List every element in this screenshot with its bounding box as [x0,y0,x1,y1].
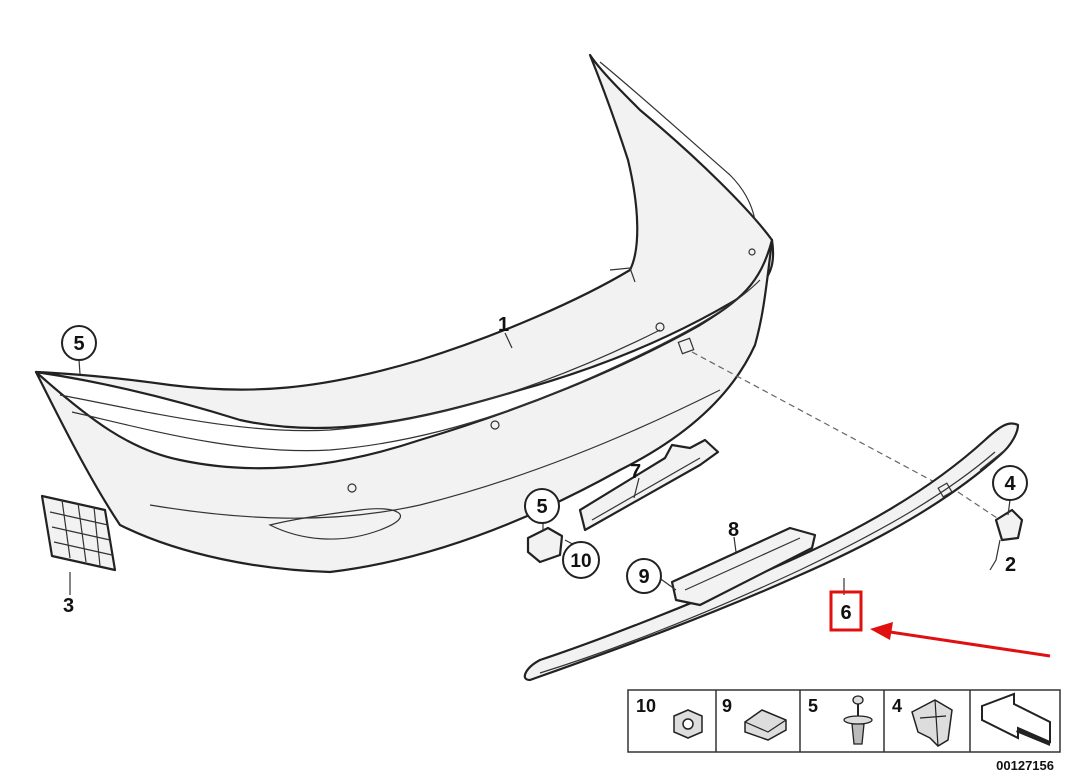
bumper-cover [34,53,775,574]
legend-number-4: 4 [892,696,902,716]
alignment-line [691,351,941,486]
callout-8: 8 [728,519,739,541]
trim-strip [523,422,1020,682]
callout-7: 7 [630,461,641,483]
hex-nut-icon [673,709,703,739]
callout-2-label: 2 [1005,554,1016,576]
leader-lines [69,332,1011,595]
legend-number-10: 10 [636,696,656,716]
legend-number-5: 5 [808,696,818,716]
callout-1: 1 [498,314,509,336]
callout-10: 10 [562,541,600,579]
callout-1-label: 1 [498,314,509,336]
highlight-arrow [870,622,1051,658]
cover-cap [989,508,1024,571]
grille [40,494,117,572]
legend-number-9: 9 [722,696,732,716]
callout-6: 6 [829,590,863,632]
callout-3: 3 [63,595,74,617]
expanding-rivet-icon [843,695,873,745]
callout-2: 2 [1005,554,1016,576]
reflector [670,526,817,607]
diagram-code: 00127156 [996,758,1054,773]
bracket-clip-icon [911,699,953,747]
callout-9-label: 9 [638,566,649,588]
callout-5-mid-label: 5 [536,496,547,518]
callout-5-left-label: 5 [73,333,84,355]
bracket [578,438,720,532]
callout-8-label: 8 [728,519,739,541]
callout-7-label: 7 [630,461,641,483]
callout-10-label: 10 [570,551,591,572]
direction-arrow-icon [981,692,1051,746]
callout-3-label: 3 [63,595,74,617]
alignment-line-2 [957,491,1001,521]
callout-9: 9 [626,558,662,594]
hardware-legend: 10 9 5 4 [627,689,1061,753]
callout-6-label: 6 [840,602,851,624]
highlight-box [829,590,863,632]
callout-4: 4 [992,465,1028,501]
callout-4-label: 4 [1004,473,1016,495]
mounting-clip [526,526,564,564]
callout-5-mid: 5 [524,488,560,524]
pad-icon [744,709,787,741]
callout-5-left: 5 [61,325,97,361]
